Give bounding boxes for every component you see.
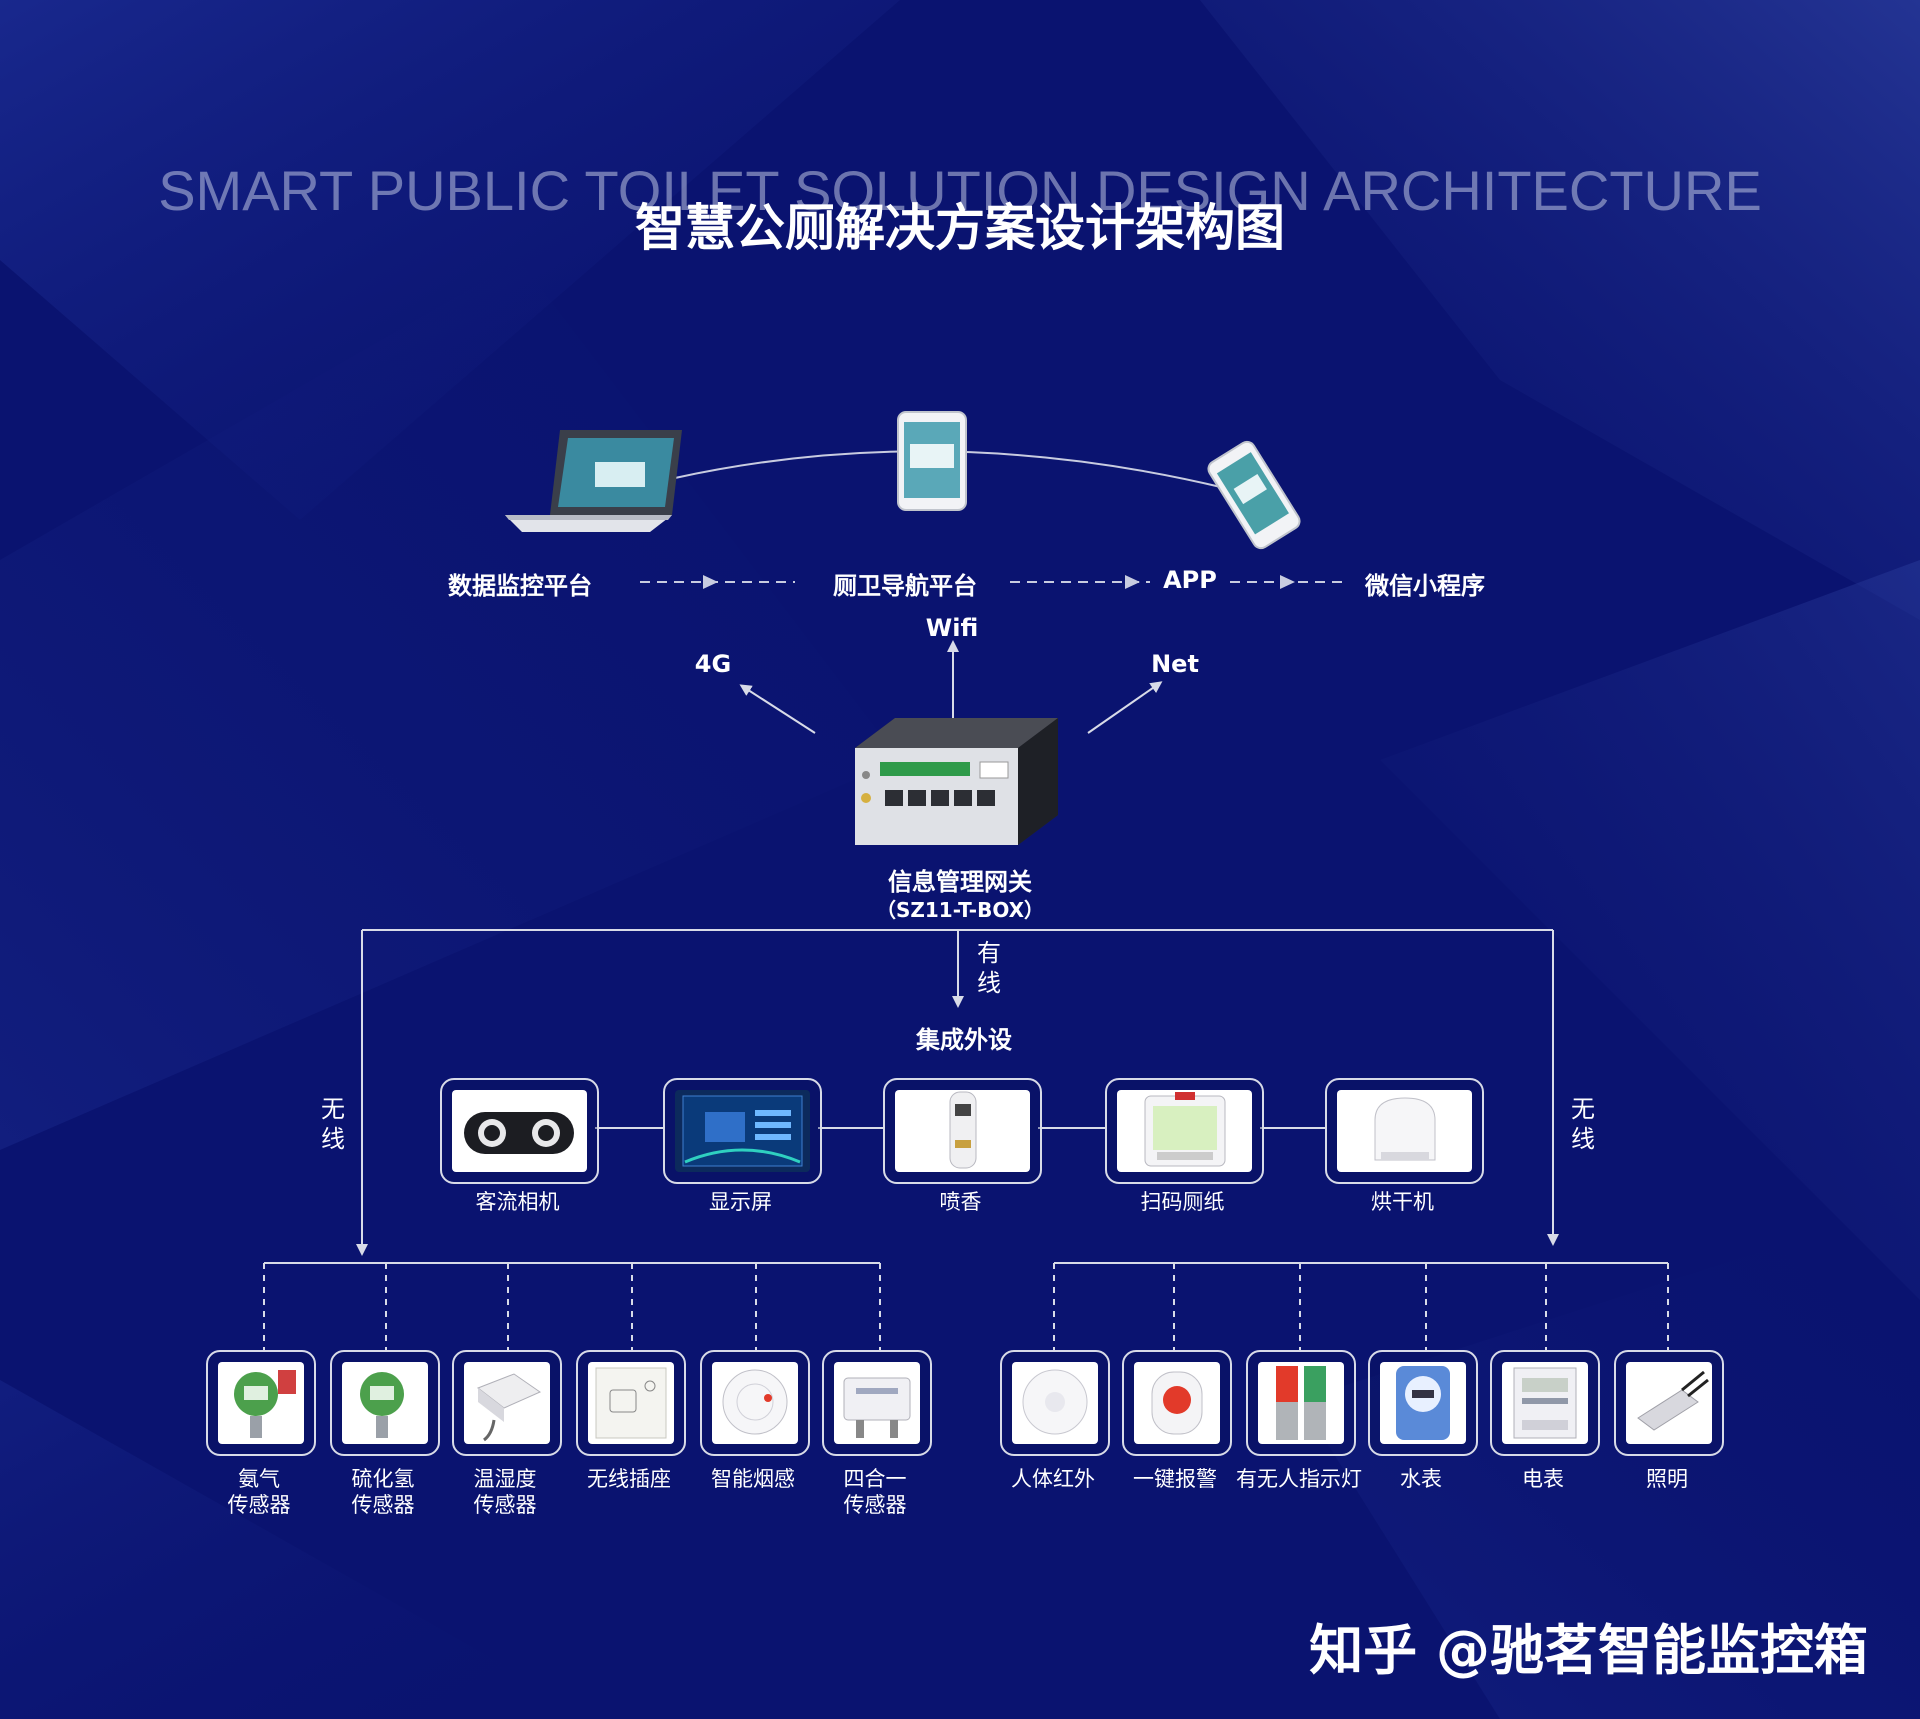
network-4g-label: 4G	[694, 650, 732, 678]
lighting-controller-icon	[1626, 1362, 1712, 1444]
device-label-lighting: 照明	[1646, 1467, 1688, 1491]
device-card-infrared	[1000, 1350, 1110, 1456]
hand-dryer-icon	[1337, 1090, 1472, 1172]
occupancy-indicator-icon	[1258, 1362, 1344, 1444]
wired-link-label: 有线	[977, 939, 1001, 997]
platform-monitor-label: 数据监控平台	[448, 572, 592, 600]
wireless-left-label: 无线	[321, 1095, 345, 1153]
device-label-water-meter: 水表	[1400, 1467, 1442, 1491]
sensor-card-temp-humidity	[452, 1350, 562, 1456]
camera-icon	[452, 1090, 587, 1172]
fragrance-dispenser-icon	[895, 1090, 1030, 1172]
device-card-indicator	[1246, 1350, 1356, 1456]
device-card-lighting	[1614, 1350, 1724, 1456]
device-label-indicator: 有无人指示灯	[1236, 1467, 1362, 1491]
device-card-power-meter	[1490, 1350, 1600, 1456]
sensor-card-socket	[576, 1350, 686, 1456]
peripheral-label-dryer: 烘干机	[1371, 1190, 1434, 1214]
four-in-one-sensor-icon	[834, 1362, 920, 1444]
sensor-label-ammonia: 氨气传感器	[227, 1467, 291, 1517]
platform-navigation-label: 厕卫导航平台	[833, 572, 977, 600]
ammonia-sensor-icon	[218, 1362, 304, 1444]
zhihu-watermark: 知乎 @驰茗智能监控箱	[1309, 1619, 1868, 1682]
display-screen-icon	[675, 1090, 810, 1172]
sensor-card-four-in-one	[822, 1350, 932, 1456]
peripherals-title: 集成外设	[916, 1026, 1012, 1054]
peripheral-card-camera	[440, 1078, 599, 1184]
device-label-infrared: 人体红外	[1011, 1467, 1095, 1491]
peripheral-card-dryer	[1325, 1078, 1484, 1184]
network-wifi-label: Wifi	[925, 614, 979, 642]
smoke-detector-icon	[712, 1362, 798, 1444]
sensor-label-temp-humidity: 温湿度传感器	[473, 1467, 537, 1517]
tissue-dispenser-icon	[1117, 1090, 1252, 1172]
peripheral-label-tissue: 扫码厕纸	[1140, 1190, 1225, 1214]
network-net-label: Net	[1151, 650, 1199, 678]
wireless-right-label: 无线	[1571, 1095, 1595, 1153]
peripheral-label-fragrance: 喷香	[939, 1190, 982, 1214]
sensor-label-socket: 无线插座	[587, 1467, 671, 1491]
temp-humidity-sensor-icon	[464, 1362, 550, 1444]
sensor-label-h2s: 硫化氢传感器	[351, 1467, 415, 1517]
device-card-water-meter	[1368, 1350, 1478, 1456]
device-label-power-meter: 电表	[1522, 1467, 1564, 1491]
device-card-alarm	[1122, 1350, 1232, 1456]
peripheral-card-fragrance	[883, 1078, 1042, 1184]
sensor-card-ammonia	[206, 1350, 316, 1456]
alarm-button-icon	[1134, 1362, 1220, 1444]
platform-wechat-label: 微信小程序	[1365, 572, 1485, 600]
english-subtitle: SMART PUBLIC TOILET SOLUTION DESIGN ARCH…	[158, 159, 1762, 222]
infrared-sensor-icon	[1012, 1362, 1098, 1444]
gateway-name: 信息管理网关	[888, 868, 1032, 896]
gateway-model: （SZ11-T-BOX）	[875, 898, 1045, 922]
sensor-label-smoke: 智能烟感	[711, 1467, 795, 1491]
platform-app-label: APP	[1163, 566, 1217, 594]
h2s-sensor-icon	[342, 1362, 428, 1444]
sensor-card-h2s	[330, 1350, 440, 1456]
sensor-label-four-in-one: 四合一传感器	[843, 1467, 907, 1517]
peripheral-card-tissue	[1105, 1078, 1264, 1184]
wireless-socket-icon	[588, 1362, 674, 1444]
device-label-alarm: 一键报警	[1133, 1467, 1217, 1491]
peripheral-label-camera: 客流相机	[475, 1190, 560, 1214]
water-meter-icon	[1380, 1362, 1466, 1444]
sensor-card-smoke	[700, 1350, 810, 1456]
peripheral-label-display: 显示屏	[709, 1190, 772, 1214]
page-title: 智慧公厕解决方案设计架构图	[635, 199, 1285, 257]
power-meter-icon	[1502, 1362, 1588, 1444]
peripheral-card-display	[663, 1078, 822, 1184]
